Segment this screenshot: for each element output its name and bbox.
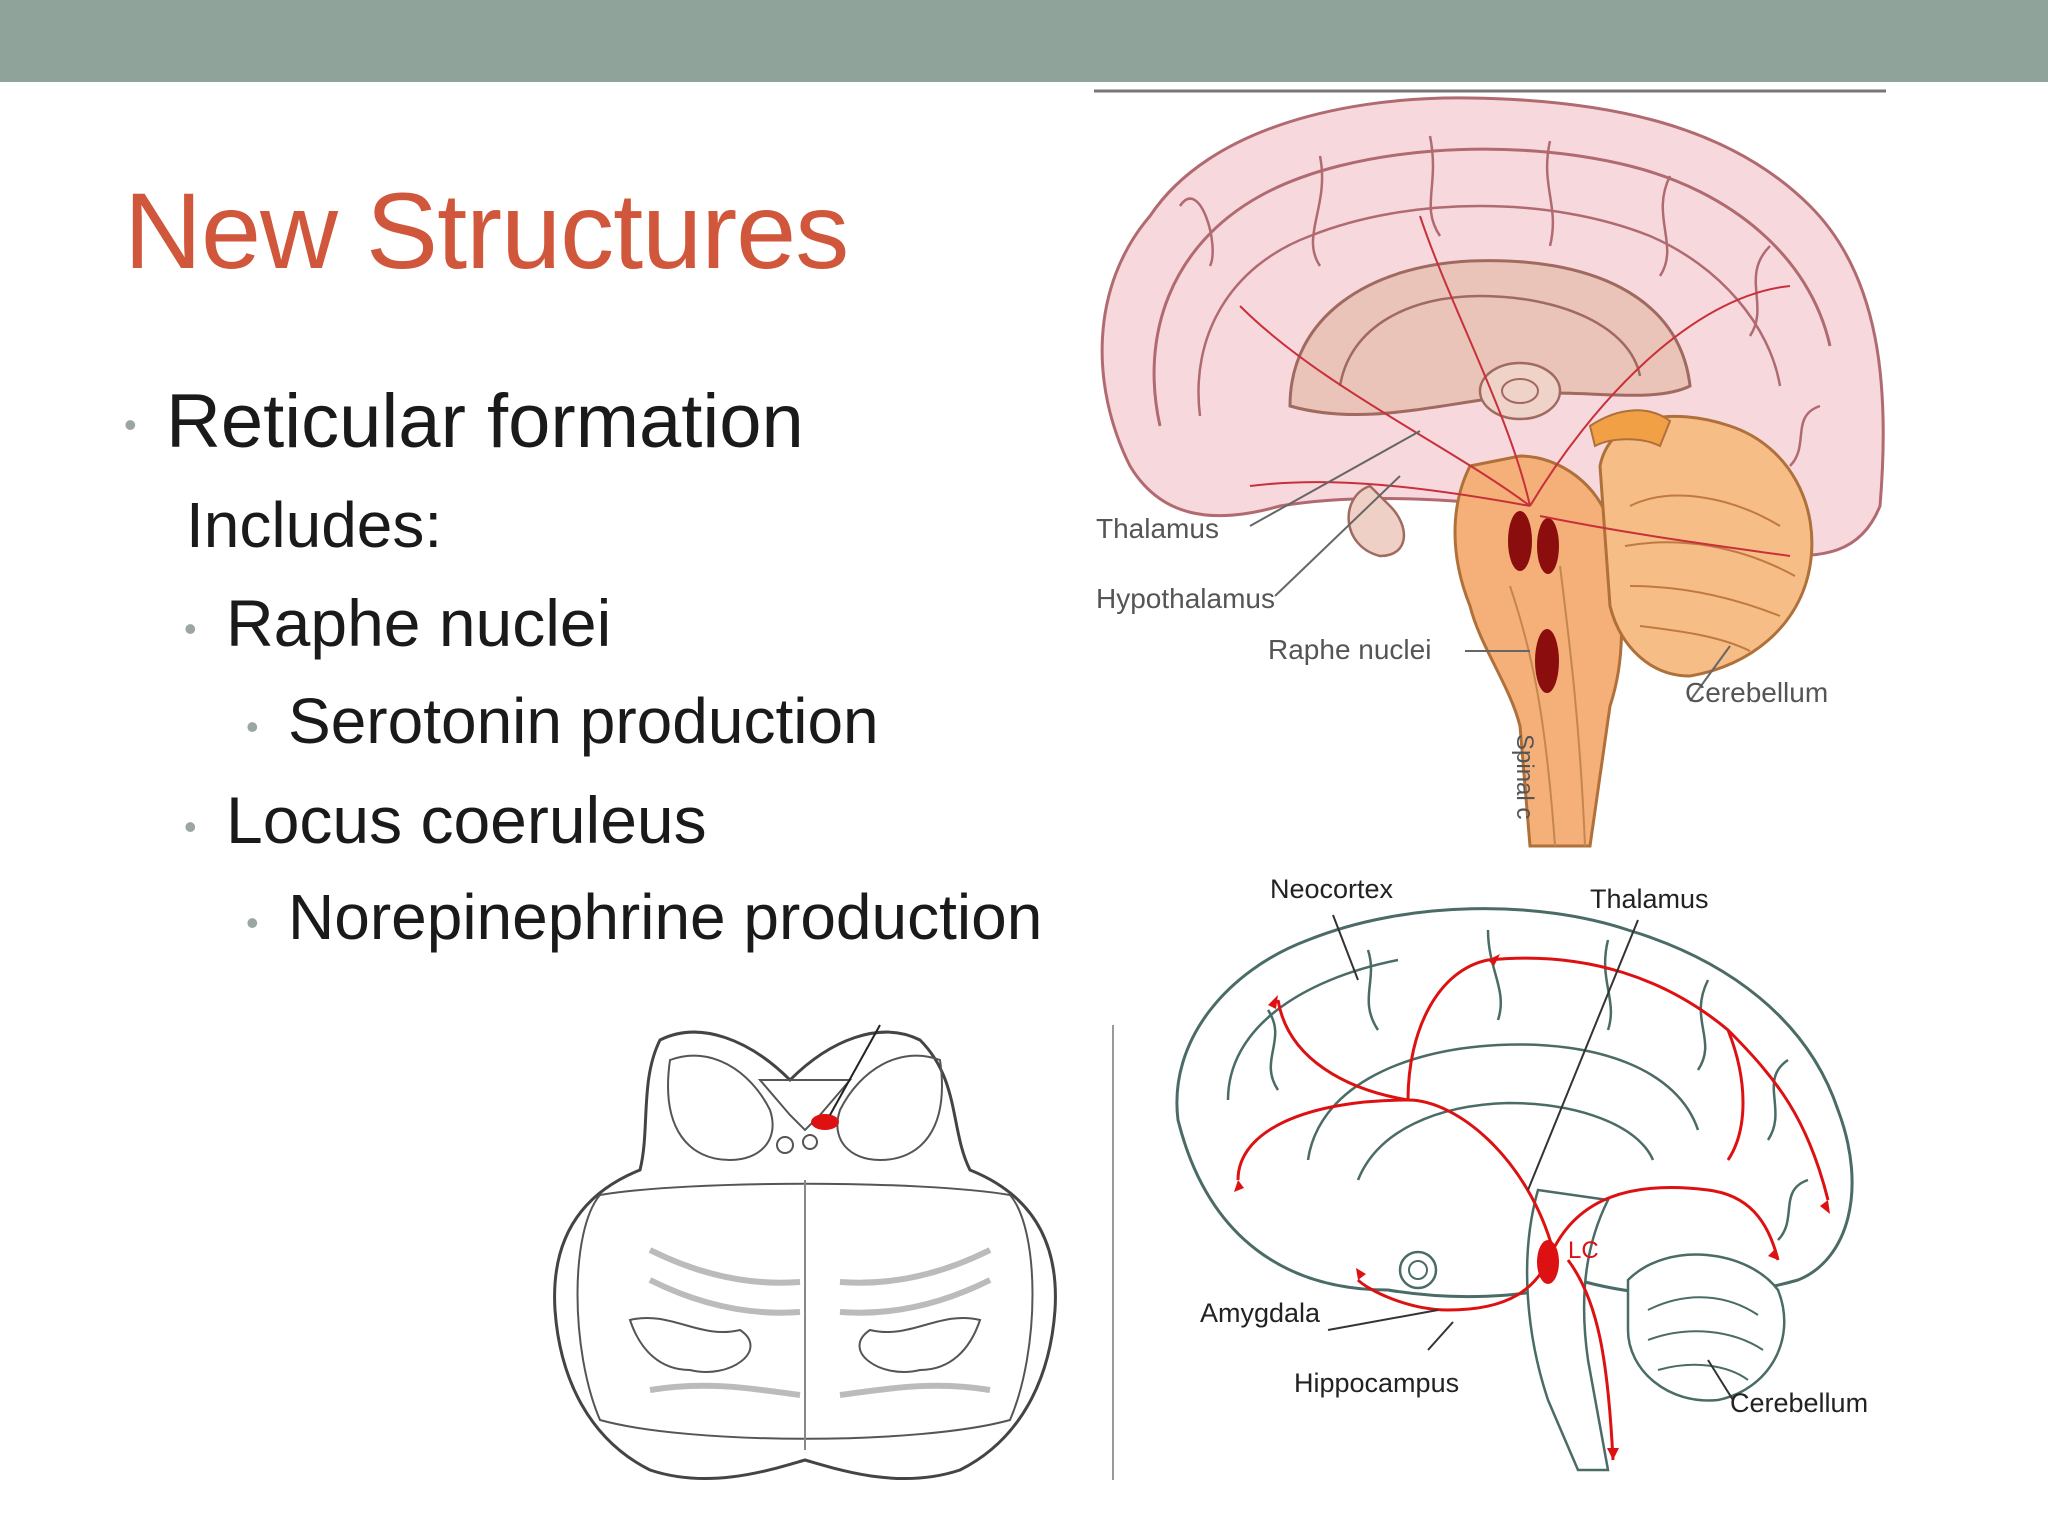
label-spinal-cord: Spinal c	[1511, 734, 1538, 819]
includes-label: Includes:	[186, 489, 443, 561]
label-lc: LC	[1568, 1237, 1599, 1264]
bullet-dot: •	[246, 902, 259, 943]
label-cerebellum: Cerebellum	[1685, 677, 1828, 708]
bullet-serotonin: Serotonin production	[288, 685, 879, 757]
bullet-dot: •	[124, 404, 137, 445]
bullet-dot: •	[246, 706, 259, 747]
bullet-dot: •	[184, 806, 197, 847]
label-hypothalamus: Hypothalamus	[1096, 583, 1275, 614]
locus-coeruleus-brain-figure: Neocortex Thalamus LC Amygdala Hippocamp…	[1112, 874, 1868, 1480]
bullet-raphe-nuclei: Raphe nuclei	[226, 586, 612, 660]
bullet-norepinephrine: Norepinephrine production	[288, 881, 1043, 953]
top-bar	[0, 0, 2048, 82]
slide-title: New Structures	[124, 170, 849, 291]
label-amygdala: Amygdala	[1200, 1298, 1321, 1328]
label-raphe-nuclei: Raphe nuclei	[1268, 634, 1431, 665]
label-neocortex: Neocortex	[1270, 874, 1394, 904]
bullet-dot: •	[184, 608, 197, 649]
label-hippocampus: Hippocampus	[1294, 1368, 1459, 1398]
raphe-brain-figure: Thalamus Hypothalamus Raphe nuclei Cereb…	[1094, 89, 1886, 848]
bullet-locus-coeruleus: Locus coeruleus	[226, 783, 707, 857]
brainstem-section-figure	[553, 1024, 1057, 1481]
label-cerebellum: Cerebellum	[1730, 1388, 1868, 1418]
bullet-reticular-formation: Reticular formation	[166, 379, 804, 464]
label-thalamus: Thalamus	[1096, 513, 1219, 544]
label-thalamus: Thalamus	[1590, 884, 1709, 914]
